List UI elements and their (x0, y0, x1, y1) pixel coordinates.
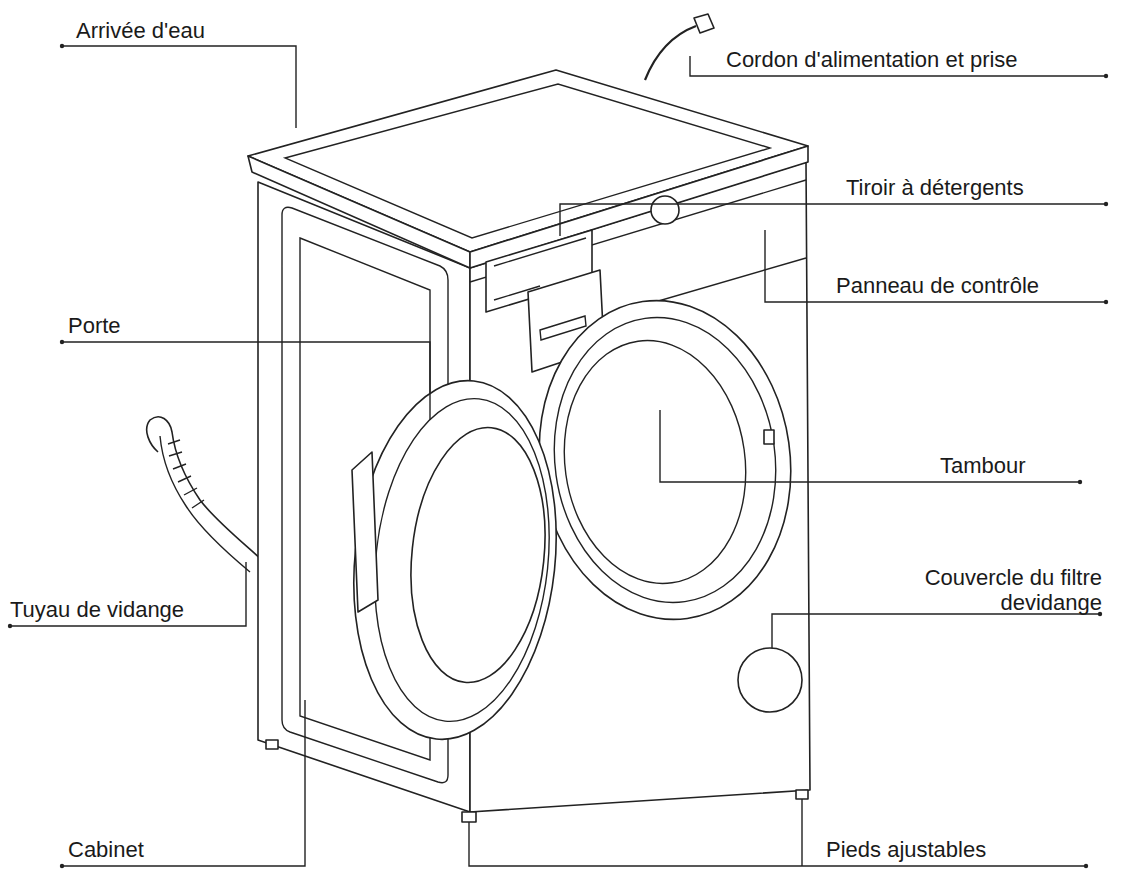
program-knob (651, 196, 679, 224)
leader-dot (60, 864, 64, 868)
door-glass (399, 421, 557, 689)
adjustable-foot (462, 812, 476, 822)
leader-line (772, 614, 1100, 648)
top-cover-inset (285, 84, 770, 238)
power-cord (645, 26, 696, 80)
leader-dot (60, 44, 64, 48)
part-label: Porte (68, 313, 228, 338)
drain-hose (147, 417, 262, 560)
door-handle (352, 452, 378, 612)
leader-line (469, 799, 1086, 866)
door-ring (519, 284, 811, 636)
part-label: Tiroir à détergents (846, 175, 1116, 200)
leader-dot (1104, 300, 1108, 304)
part-label: Panneau de contrôle (836, 273, 1116, 298)
leader-dot (60, 340, 64, 344)
drum-gasket (536, 303, 794, 617)
leader-dot (8, 624, 12, 628)
door (337, 371, 574, 750)
top-cover-edge (248, 156, 470, 268)
part-label: Arrivée d'eau (76, 18, 296, 43)
leader-dot (1104, 202, 1108, 206)
hose-ribs (168, 440, 204, 508)
part-label: Tuyau de vidange (10, 597, 260, 622)
door-latch (764, 430, 774, 444)
part-label: Pieds ajustables (826, 837, 1096, 862)
adjustable-foot (266, 740, 278, 749)
door-frame (360, 390, 565, 730)
part-label: Couvercle du filtre devidange (846, 565, 1102, 616)
top-cover (248, 70, 808, 252)
leader-dot (1078, 480, 1082, 484)
part-label: Tambour (940, 453, 1100, 478)
drum (549, 329, 761, 596)
leader-line (560, 204, 1106, 236)
drain-hose (160, 436, 250, 572)
adjustable-foot (796, 790, 808, 799)
leader-line (62, 342, 430, 420)
leader-line (62, 46, 296, 128)
leader-dot (1104, 74, 1108, 78)
leader-line (62, 700, 305, 866)
leader-dot (1084, 864, 1088, 868)
power-plug (694, 14, 714, 33)
filter-cover (738, 648, 802, 712)
top-cover-edge (470, 146, 808, 268)
part-label: Cordon d'alimentation et prise (726, 47, 1116, 72)
part-label: Cabinet (68, 837, 228, 862)
